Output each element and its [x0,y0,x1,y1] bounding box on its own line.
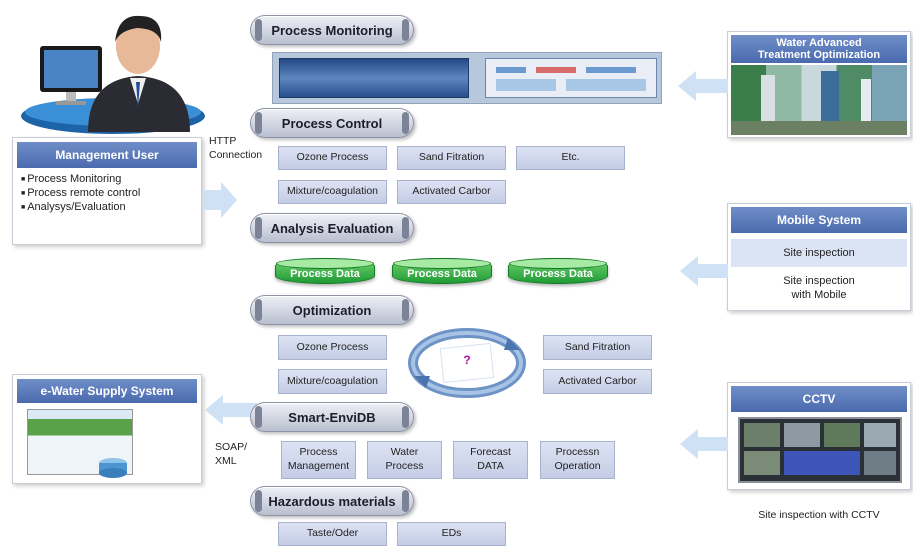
monitoring-screen-2 [485,58,657,98]
hazardous-materials-pill: Hazardous materials [250,486,414,516]
analysis-evaluation-pill: Analysis Evaluation [250,213,414,243]
envidb-box-line2: DATA [477,460,504,472]
hazard-box: Taste/Oder [278,522,387,546]
water-title-line1: Water Advanced [776,37,862,49]
ewater-title: e-Water Supply System [17,379,197,403]
process-data-cylinder: Process Data [392,258,492,284]
monitoring-screens [272,52,662,104]
optimization-box: Mixture/coagulation [278,369,387,394]
user-illustration [18,4,208,134]
cycle-icon: ? [408,328,526,398]
envidb-box: Forecast DATA [453,441,528,479]
arrow-left-icon [205,394,257,431]
hazard-box: EDs [397,522,506,546]
process-data-label: Process Data [523,268,593,280]
cctv-title: CCTV [731,386,907,412]
cctv-caption: Site inspection with CCTV [758,509,880,521]
optimization-box: Sand Fitration [543,335,652,360]
envidb-box-line1: Process [299,446,338,459]
envidb-box-line2: Operation [554,460,601,472]
envidb-box-line1: Forecast [470,446,511,459]
soap-label: SOAP/ XML [215,440,247,468]
arrow-right-icon [203,180,239,225]
process-data-cylinder: Process Data [508,258,608,284]
arrow-left-icon [680,428,728,465]
control-box: Mixture/coagulation [278,180,387,204]
optimization-box: Activated Carbor [543,369,652,394]
http-label: HTTP Connection [209,134,262,162]
envidb-box-line2: Management [287,460,350,472]
process-control-pill: Process Control [250,108,414,138]
cycle-mark: ? [463,353,471,367]
optimization-pill: Optimization [250,295,414,325]
control-box: Ozone Process [278,146,387,170]
soap-label-line2: XML [215,455,237,467]
mobile-system-panel: Mobile System Site inspection Site inspe… [727,203,911,311]
mobile-sub-text: Site inspection with Mobile [731,274,907,302]
envidb-box-line1: Processn [555,446,600,459]
control-box: Sand Fitration [397,146,506,170]
mobile-site-inspection: Site inspection [731,239,907,267]
ewater-panel: e-Water Supply System [12,374,202,484]
management-item: Process remote control [21,186,140,201]
arrow-left-icon [680,255,728,292]
mobile-sub-line1: Site inspection [783,275,855,287]
mobile-system-title: Mobile System [731,207,907,233]
water-title-line2: Treatment Optimization [757,49,881,61]
plant-photo [731,65,907,135]
mobile-sub-line2: with Mobile [791,289,847,301]
control-box: Etc. [516,146,625,170]
process-data-label: Process Data [290,268,360,280]
envidb-box-line1: Water [390,446,419,459]
envidb-box: Process Management [281,441,356,479]
process-data-cylinder: Process Data [275,258,375,284]
water-treatment-panel: Water Advanced Treatment Optimization [727,31,911,138]
envidb-box: Processn Operation [540,441,615,479]
management-item: Analysys/Evaluation [21,200,125,215]
management-item: Process Monitoring [21,172,121,187]
process-monitoring-pill: Process Monitoring [250,15,414,45]
arrow-left-icon [678,70,728,107]
http-label-line1: HTTP [209,135,237,147]
cctv-screens [738,417,902,483]
control-box: Activated Carbor [397,180,506,204]
water-treatment-title: Water Advanced Treatment Optimization [731,35,907,63]
management-user-title: Management User [17,142,197,168]
soap-label-line1: SOAP/ [215,441,248,453]
monitoring-screen-1 [279,58,469,98]
optimization-box: Ozone Process [278,335,387,360]
database-icon [97,457,129,484]
envidb-box-line2: Process [385,460,424,472]
cctv-panel: CCTV [727,382,911,490]
smart-envidb-pill: Smart-EnviDB [250,402,414,432]
process-data-label: Process Data [407,268,477,280]
http-label-line2: Connection [209,149,263,161]
management-user-panel: Management User Process Monitoring Proce… [12,137,202,245]
envidb-box: Water Process [367,441,442,479]
